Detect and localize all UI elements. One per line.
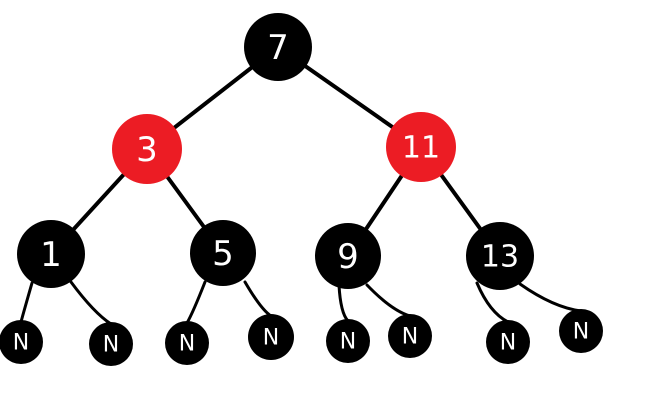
nil-leaf-node: N	[0, 320, 43, 364]
tree-node-9: 9	[315, 223, 381, 289]
tree-node-1: 1	[17, 220, 85, 288]
leaf-label: N	[103, 333, 119, 358]
leaf-edge-l7	[475, 281, 510, 324]
node-label: 1	[40, 235, 62, 275]
nil-leaf-node: N	[388, 314, 432, 358]
nil-leaf-node: N	[559, 309, 603, 353]
leaf-circle	[165, 321, 209, 365]
node-label: 3	[136, 130, 158, 170]
node-circle-black	[17, 220, 85, 288]
tree-node-5: 5	[190, 220, 256, 286]
leaf-label: N	[402, 325, 418, 350]
leaf-circle	[248, 314, 294, 360]
leaf-circle	[326, 319, 370, 363]
tree-node-11: 11	[386, 112, 456, 182]
nil-leaf-node: N	[165, 321, 209, 365]
leaf-edge-l1	[19, 281, 34, 324]
leaf-label: N	[13, 331, 29, 356]
tree-node-3: 3	[112, 114, 182, 184]
leaf-circle	[559, 309, 603, 353]
leaf-label: N	[340, 330, 356, 355]
leaf-circle	[388, 314, 432, 358]
leaf-edge-l3	[185, 280, 207, 325]
node-label: 11	[402, 131, 440, 166]
node-circle-black	[244, 13, 312, 81]
node-label: 7	[267, 28, 289, 68]
leaf-label: N	[263, 326, 279, 351]
leaf-circle	[0, 320, 43, 364]
node-label: 13	[481, 240, 519, 275]
leaf-circle	[89, 322, 133, 366]
leaf-label: N	[500, 331, 516, 356]
node-circle-red	[386, 112, 456, 182]
node-circle-black	[190, 220, 256, 286]
node-label: 9	[337, 237, 359, 277]
leaf-label: N	[573, 320, 589, 345]
tree-node-7: 7	[244, 13, 312, 81]
nil-leaf-node: N	[486, 320, 530, 364]
leaf-label: N	[179, 332, 195, 357]
leaf-edge-l4	[243, 280, 273, 318]
leaf-edge-l8	[518, 282, 583, 313]
leaf-edge-l5	[337, 283, 350, 323]
leaf-edge-l2	[69, 280, 113, 326]
tree-node-13: 13	[466, 222, 534, 290]
node-label: 5	[212, 234, 234, 274]
node-circle-black	[466, 222, 534, 290]
nil-leaf-node: N	[89, 322, 133, 366]
leaf-edge-l6	[365, 283, 412, 318]
nil-leaf-node: N	[248, 314, 294, 360]
node-circle-red	[112, 114, 182, 184]
nil-leaf-node: N	[326, 319, 370, 363]
leaf-circle	[486, 320, 530, 364]
node-circle-black	[315, 223, 381, 289]
